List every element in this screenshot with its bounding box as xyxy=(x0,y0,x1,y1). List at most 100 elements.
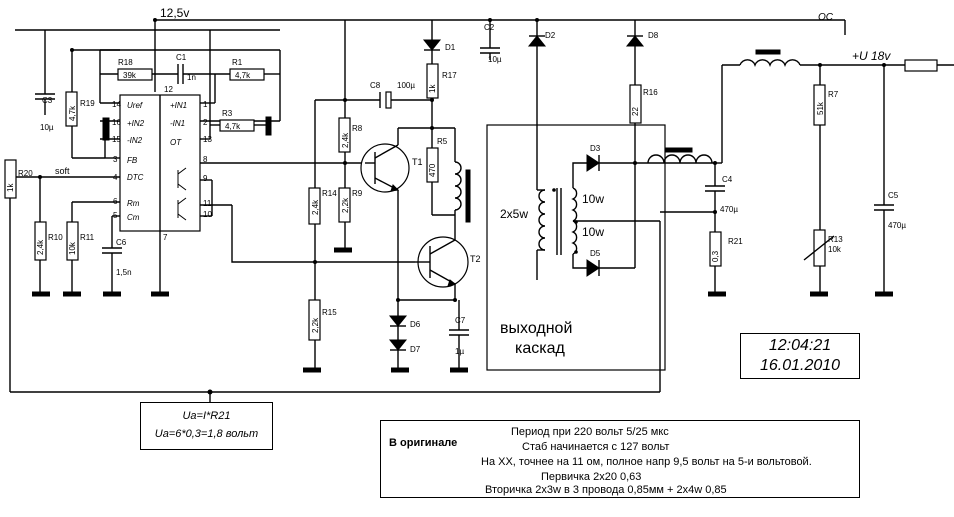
svg-text:470: 470 xyxy=(428,163,437,177)
power-transformer xyxy=(536,162,661,392)
svg-text:D6: D6 xyxy=(410,320,421,329)
notes-line: На XX, точнее на 11 ом, полное напр 9,5 … xyxy=(481,456,812,468)
svg-text:1: 1 xyxy=(203,100,208,109)
svg-text:2,2k: 2,2k xyxy=(311,317,320,333)
svg-text:Uref: Uref xyxy=(127,101,143,110)
svg-text:-IN1: -IN1 xyxy=(170,119,185,128)
supply-label: 12,5v xyxy=(160,6,189,20)
svg-text:C1: C1 xyxy=(176,53,187,62)
svg-text:470µ: 470µ xyxy=(720,205,738,214)
clock-date: 16.01.2010 xyxy=(759,357,841,374)
ic-output-transistors xyxy=(177,167,187,221)
svg-text:1n: 1n xyxy=(187,73,196,82)
primary-winding-label: 2x5w xyxy=(500,207,528,221)
svg-text:R16: R16 xyxy=(643,88,658,97)
svg-text:100µ: 100µ xyxy=(397,81,415,90)
svg-text:51k: 51k xyxy=(816,101,825,115)
svg-text:R18: R18 xyxy=(118,58,133,67)
d1-r17-branch xyxy=(415,20,500,128)
svg-text:C2: C2 xyxy=(484,23,495,32)
formula-line-1: Ua=I*R21 xyxy=(182,410,231,422)
svg-text:10k: 10k xyxy=(828,245,842,254)
svg-text:2: 2 xyxy=(203,118,208,127)
notes-header: В оригинале xyxy=(389,437,458,449)
svg-text:R11: R11 xyxy=(80,233,95,242)
svg-text:-IN2: -IN2 xyxy=(127,136,143,145)
svg-text:10µ: 10µ xyxy=(40,123,54,132)
formula-line-2: Ua=6*0,3=1,8 вольт xyxy=(154,428,259,440)
svg-text:R15: R15 xyxy=(322,308,337,317)
svg-text:1,5n: 1,5n xyxy=(116,268,132,277)
svg-text:R19: R19 xyxy=(80,99,95,108)
svg-text:12: 12 xyxy=(164,85,173,94)
svg-text:C6: C6 xyxy=(116,238,127,247)
notes-line: Период при 220 вольт 5/25 мкс xyxy=(511,426,669,438)
svg-text:R21: R21 xyxy=(728,237,743,246)
svg-text:R13: R13 xyxy=(828,235,843,244)
transistor-t2 xyxy=(398,220,469,301)
svg-text:D5: D5 xyxy=(590,249,601,258)
svg-text:14: 14 xyxy=(112,100,121,109)
notes-line: Первичка 2x20 0,63 xyxy=(541,471,642,483)
svg-text:9: 9 xyxy=(203,174,208,183)
svg-text:R10: R10 xyxy=(48,233,63,242)
svg-text:DTC: DTC xyxy=(127,173,144,182)
plus-u-label: +U 18v xyxy=(852,49,891,63)
notes-line: Стаб начинается с 127 вольт xyxy=(522,441,670,453)
svg-text:R5: R5 xyxy=(437,137,448,146)
svg-text:0,3: 0,3 xyxy=(711,250,720,262)
svg-text:FB: FB xyxy=(127,156,138,165)
left-network xyxy=(4,30,660,393)
svg-text:T2: T2 xyxy=(470,254,481,264)
svg-text:D7: D7 xyxy=(410,345,421,354)
transistor-t1 xyxy=(360,143,410,300)
svg-text:10k: 10k xyxy=(68,241,77,255)
svg-text:16: 16 xyxy=(112,118,121,127)
svg-text:OT: OT xyxy=(170,138,182,147)
svg-text:C3: C3 xyxy=(42,96,53,105)
svg-text:D1: D1 xyxy=(445,43,456,52)
output-stage-label-2: каскад xyxy=(515,340,566,357)
svg-text:11: 11 xyxy=(203,199,212,208)
svg-text:C5: C5 xyxy=(888,191,899,200)
svg-text:+IN1: +IN1 xyxy=(170,101,187,110)
svg-text:2,4k: 2,4k xyxy=(311,199,320,215)
clock-time: 12:04:21 xyxy=(768,337,832,354)
svg-text:R3: R3 xyxy=(222,109,233,118)
ic-wiring xyxy=(10,30,415,292)
output-filter xyxy=(722,49,954,294)
svg-text:2,2k: 2,2k xyxy=(341,197,350,213)
svg-text:4,7k: 4,7k xyxy=(68,105,77,121)
svg-text:22: 22 xyxy=(631,107,640,116)
svg-text:4,7k: 4,7k xyxy=(235,71,251,80)
supply-rail xyxy=(15,19,846,92)
svg-text:2,4k: 2,4k xyxy=(341,132,350,148)
svg-text:7: 7 xyxy=(163,233,168,242)
svg-text:10µ: 10µ xyxy=(488,55,502,64)
svg-text:10: 10 xyxy=(203,210,212,219)
ic-pin-bar-left xyxy=(102,117,110,141)
svg-text:1k: 1k xyxy=(428,84,437,93)
svg-text:T1: T1 xyxy=(412,157,423,167)
svg-text:R20: R20 xyxy=(18,169,33,178)
d6-d7-c7 xyxy=(388,300,469,370)
soft-label: soft xyxy=(55,166,70,176)
svg-text:Rт: Rт xyxy=(127,199,140,208)
clock-box: 12:04:21 16.01.2010 xyxy=(740,333,860,379)
svg-text:1k: 1k xyxy=(6,183,15,192)
svg-text:1µ: 1µ xyxy=(455,347,464,356)
svg-text:C7: C7 xyxy=(455,316,466,325)
d2-d8-r16 xyxy=(527,20,645,190)
svg-text:R1: R1 xyxy=(232,58,243,67)
grounds xyxy=(32,247,893,373)
sec-upper-label: 10w xyxy=(582,192,604,206)
svg-text:2,4k: 2,4k xyxy=(36,239,45,255)
svg-text:Cт: Cт xyxy=(127,213,140,222)
filter-inductor-1 xyxy=(647,147,713,164)
svg-text:R8: R8 xyxy=(352,124,363,133)
notes-box: В оригинале Период при 220 вольт 5/25 мк… xyxy=(380,420,860,498)
svg-text:3: 3 xyxy=(113,155,118,164)
svg-text:39k: 39k xyxy=(123,71,137,80)
svg-text:4,7k: 4,7k xyxy=(225,122,241,131)
svg-text:R14: R14 xyxy=(322,189,337,198)
